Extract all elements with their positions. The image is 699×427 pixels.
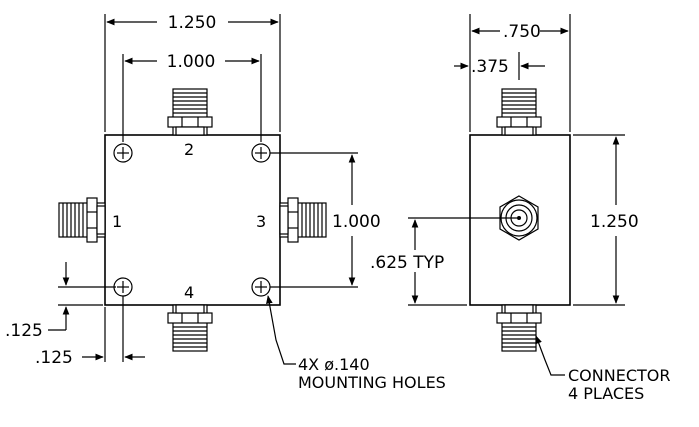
front-body (104, 134, 281, 306)
dim-hole-offset-y: .125 (5, 262, 116, 341)
mounting-hole-top-left (113, 143, 133, 163)
side-bottom-connector (496, 304, 542, 352)
dim-overall-width: 1.250 (104, 13, 281, 132)
dim-side-width-value: .750 (503, 22, 541, 42)
dim-overall-width-value: 1.250 (168, 13, 217, 33)
dim-hole-spacing-y: 1.000 (270, 152, 381, 288)
mounting-holes-note-line2: MOUNTING HOLES (298, 373, 446, 392)
connector-note-line1: CONNECTOR (568, 366, 670, 385)
dim-hole-spacing-y-value: 1.000 (332, 212, 381, 232)
port-1-connector (58, 197, 106, 243)
port-2-connector (167, 88, 213, 136)
port-label-1: 1 (112, 212, 122, 231)
port-label-3: 3 (256, 212, 266, 231)
mounting-holes-note: 4X ø.140 MOUNTING HOLES (266, 295, 446, 392)
dim-hole-spacing-x-value: 1.000 (167, 52, 216, 72)
port-3-connector (279, 197, 327, 243)
dim-side-width: .750 (469, 14, 571, 132)
dim-hole-offset-y-value: .125 (5, 321, 43, 341)
side-body (469, 134, 571, 306)
dim-side-height: 1.250 (573, 134, 639, 306)
port-4-connector (167, 304, 213, 352)
connector-note-line2: 4 PLACES (568, 384, 644, 403)
dim-side-half-width-value: .375 (471, 57, 509, 77)
dim-hole-offset-x-value: .125 (35, 348, 73, 368)
dim-side-half-width: .375 (454, 52, 545, 80)
side-top-connector (496, 88, 542, 136)
port-label-4: 4 (184, 283, 194, 302)
front-view: 1 2 3 4 1.250 1.000 1.000 (5, 13, 446, 392)
port-label-2: 2 (184, 140, 194, 159)
side-view: .750 .375 1.250 .625 TYP CON (370, 14, 670, 403)
dim-side-height-value: 1.250 (590, 212, 639, 232)
mounting-holes-note-line1: 4X ø.140 (298, 355, 370, 374)
side-front-connector (499, 195, 539, 241)
connector-note: CONNECTOR 4 PLACES (535, 335, 670, 403)
dim-hole-spacing-x: 1.000 (122, 52, 262, 142)
dim-connector-height: .625 TYP (370, 217, 517, 306)
dim-connector-height-value: .625 TYP (370, 253, 444, 273)
dim-hole-offset-x: .125 (35, 296, 145, 368)
